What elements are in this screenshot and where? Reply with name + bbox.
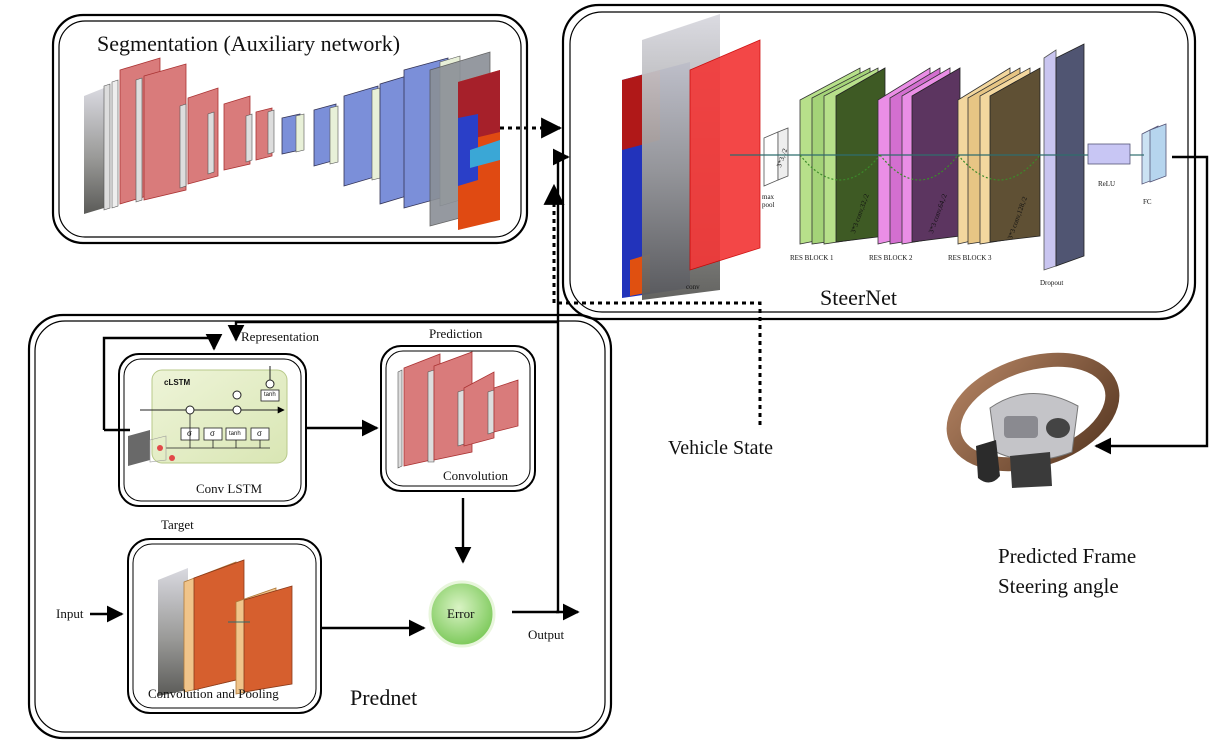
relu-label: ReLU [1098, 180, 1116, 188]
segmentation-title: Segmentation (Auxiliary network) [97, 31, 401, 56]
output-label: Output [528, 627, 565, 642]
sigma-label-3: σ [257, 429, 262, 438]
steernet-title: SteerNet [820, 285, 897, 310]
fc-label: FC [1143, 198, 1152, 206]
res-block-1-label: RES BLOCK 1 [790, 254, 834, 262]
error-node [428, 580, 496, 648]
input-label: Input [56, 606, 84, 621]
convolution-label: Convolution [443, 468, 509, 483]
steernet-layers [622, 14, 1167, 300]
connectors [90, 117, 1209, 637]
sigma-label-2: σ [210, 429, 215, 438]
conv-pool-box [127, 538, 322, 714]
vehicle-state-label: Vehicle State [668, 437, 773, 459]
tanh-label: tanh [229, 431, 241, 437]
conv-lstm-label: Conv LSTM [196, 481, 263, 496]
steering-angle-label: Steering angle [998, 574, 1119, 598]
maxpool-label: max pool [762, 193, 775, 210]
conv-lstm-box [104, 353, 307, 507]
clstm-label: cLSTM [164, 378, 191, 387]
conv-label: conv [686, 283, 700, 291]
sigma-label-1: σ [187, 429, 192, 438]
res-block-3-label: RES BLOCK 3 [948, 254, 992, 262]
prediction-box [380, 345, 536, 492]
target-label: Target [161, 517, 194, 532]
steering-wheel-icon [946, 352, 1120, 488]
conv-pool-label: Convolution and Pooling [148, 686, 279, 701]
representation-label: Representation [241, 329, 319, 344]
dropout-label: Dropout [1040, 279, 1064, 287]
prednet-title: Prednet [350, 685, 418, 710]
segmentation-encoder-decoder-layers [84, 51, 500, 230]
error-label: Error [447, 606, 475, 621]
prediction-label: Prediction [429, 326, 483, 341]
res-block-2-label: RES BLOCK 2 [869, 254, 913, 262]
tanh-gate-label: tanh [264, 392, 276, 398]
predicted-frame-label: Predicted Frame [998, 544, 1137, 568]
